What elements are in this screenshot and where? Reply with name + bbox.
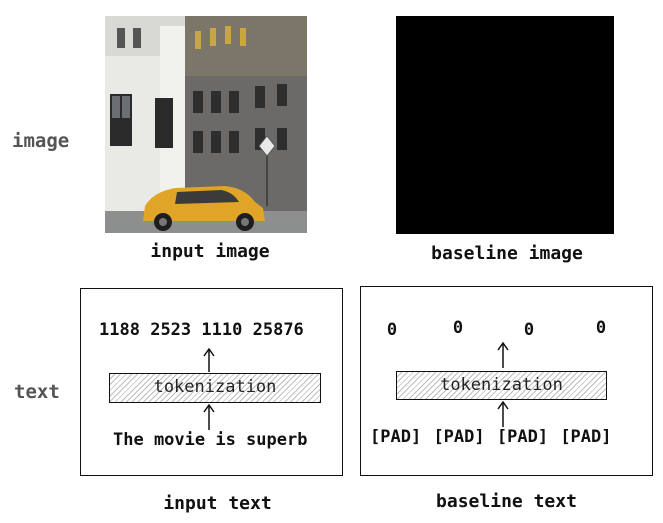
baseline-token-id: 0 <box>523 320 535 340</box>
baseline-text-caption: baseline text <box>436 491 577 512</box>
baseline-tokenization-box: tokenization <box>396 371 607 400</box>
baseline-token-id: 0 <box>595 318 607 338</box>
up-arrow-icon <box>497 400 509 427</box>
token-id: 1110 <box>201 320 243 340</box>
input-token-ids: 1188 2523 1110 25876 <box>99 320 304 340</box>
token-id: 1188 <box>99 320 140 340</box>
street-scene-illustration <box>105 16 307 233</box>
input-text-caption: input text <box>163 493 272 514</box>
baseline-image-caption: baseline image <box>431 243 583 264</box>
row-label-text: text <box>14 381 60 403</box>
baseline-pad-tokens: [PAD] [PAD] [PAD] [PAD] <box>370 427 612 447</box>
baseline-text-panel: 0 0 0 0 tokenization [PAD] [PAD] [PAD] [… <box>360 286 653 476</box>
pad-token: [PAD] <box>370 427 422 447</box>
token-id: 2523 <box>150 320 192 340</box>
up-arrow-icon <box>497 341 509 368</box>
baseline-image <box>396 16 614 234</box>
pad-token: [PAD] <box>496 427 549 447</box>
input-image-caption: input image <box>150 241 270 262</box>
pad-token: [PAD] <box>433 427 485 447</box>
up-arrow-icon <box>203 403 215 430</box>
token-id: 25876 <box>252 320 304 340</box>
input-sentence: The movie is superb <box>113 430 308 450</box>
row-label-image: image <box>12 130 70 152</box>
input-text-panel: 1188 2523 1110 25876 tokenization The mo… <box>80 288 343 476</box>
input-image <box>105 16 307 233</box>
pad-token: [PAD] <box>560 427 612 447</box>
baseline-token-id: 0 <box>452 318 464 338</box>
up-arrow-icon <box>203 347 215 372</box>
baseline-token-id: 0 <box>386 320 398 340</box>
input-tokenization-box: tokenization <box>109 373 321 403</box>
